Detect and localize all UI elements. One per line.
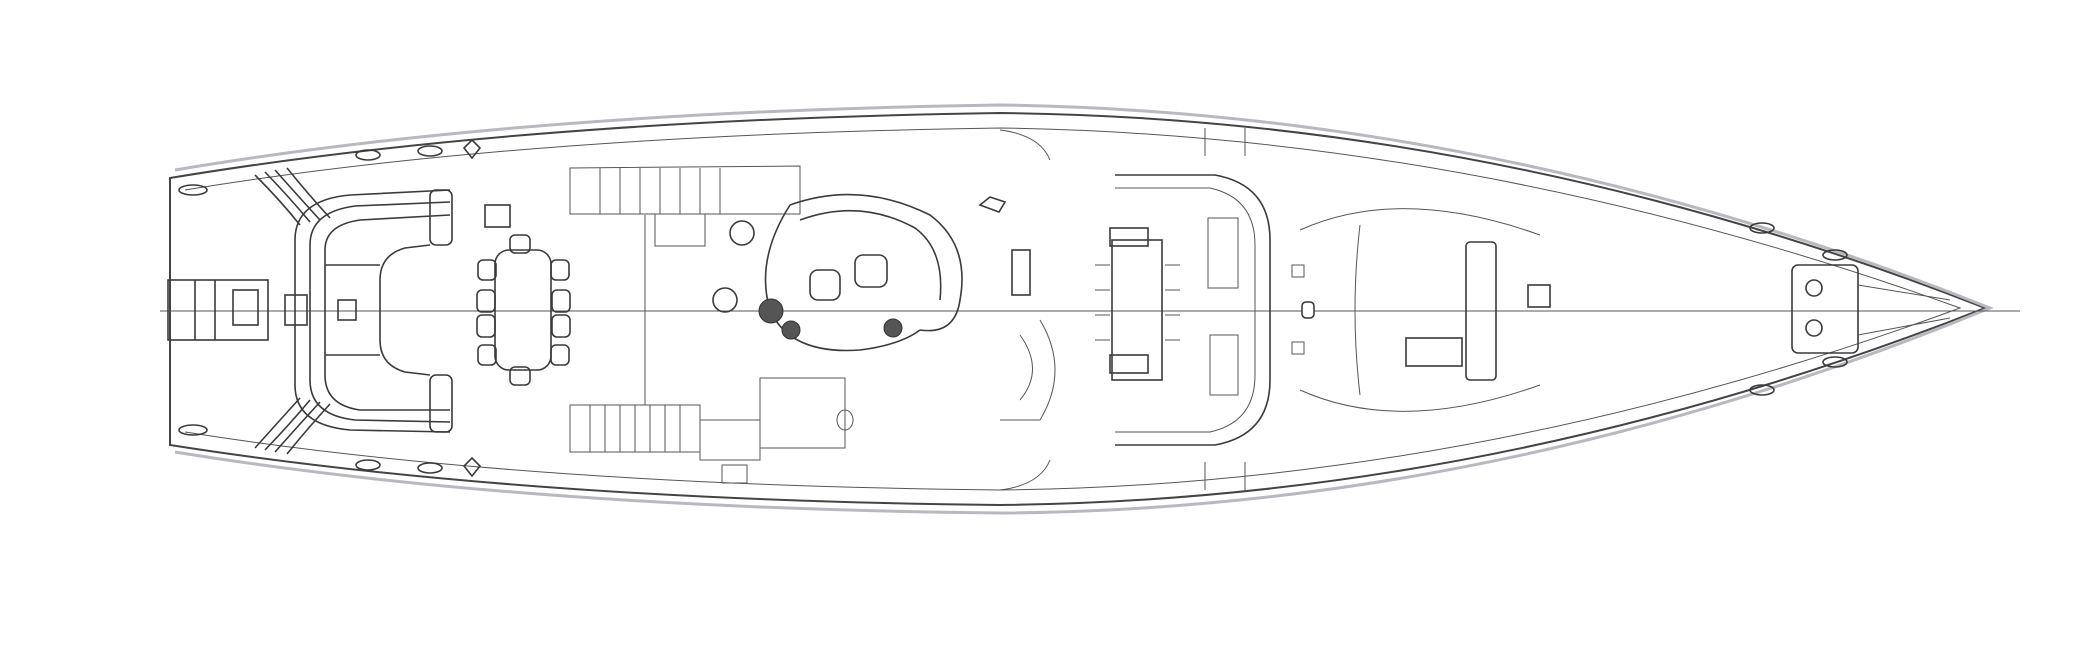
hull-outline	[169, 103, 1994, 515]
stairs-port-aft	[569, 165, 801, 247]
saloon-curved-sofa	[712, 193, 1031, 352]
aft-steps-port	[254, 167, 331, 226]
forward-dining-table	[1095, 227, 1180, 381]
bridge-superstructure	[1115, 128, 1271, 490]
foredeck-sunpad	[1405, 241, 1551, 381]
aft-dining-table	[476, 204, 571, 386]
saloon-dark-planters	[758, 298, 903, 340]
aft-u-shaped-seating	[284, 189, 453, 433]
side-door-starboard	[999, 459, 1051, 491]
spiral-staircase	[759, 319, 1056, 449]
deck-cleats	[178, 138, 1848, 478]
foredeck-coaming	[1299, 208, 1541, 412]
anchor-windlass	[1791, 264, 1951, 354]
aft-steps-starboard	[254, 397, 331, 455]
aft-platform	[167, 279, 269, 341]
side-door-port	[999, 129, 1051, 161]
foredeck-hatches	[1291, 224, 1361, 396]
helm-chair-icon	[978, 196, 1007, 213]
